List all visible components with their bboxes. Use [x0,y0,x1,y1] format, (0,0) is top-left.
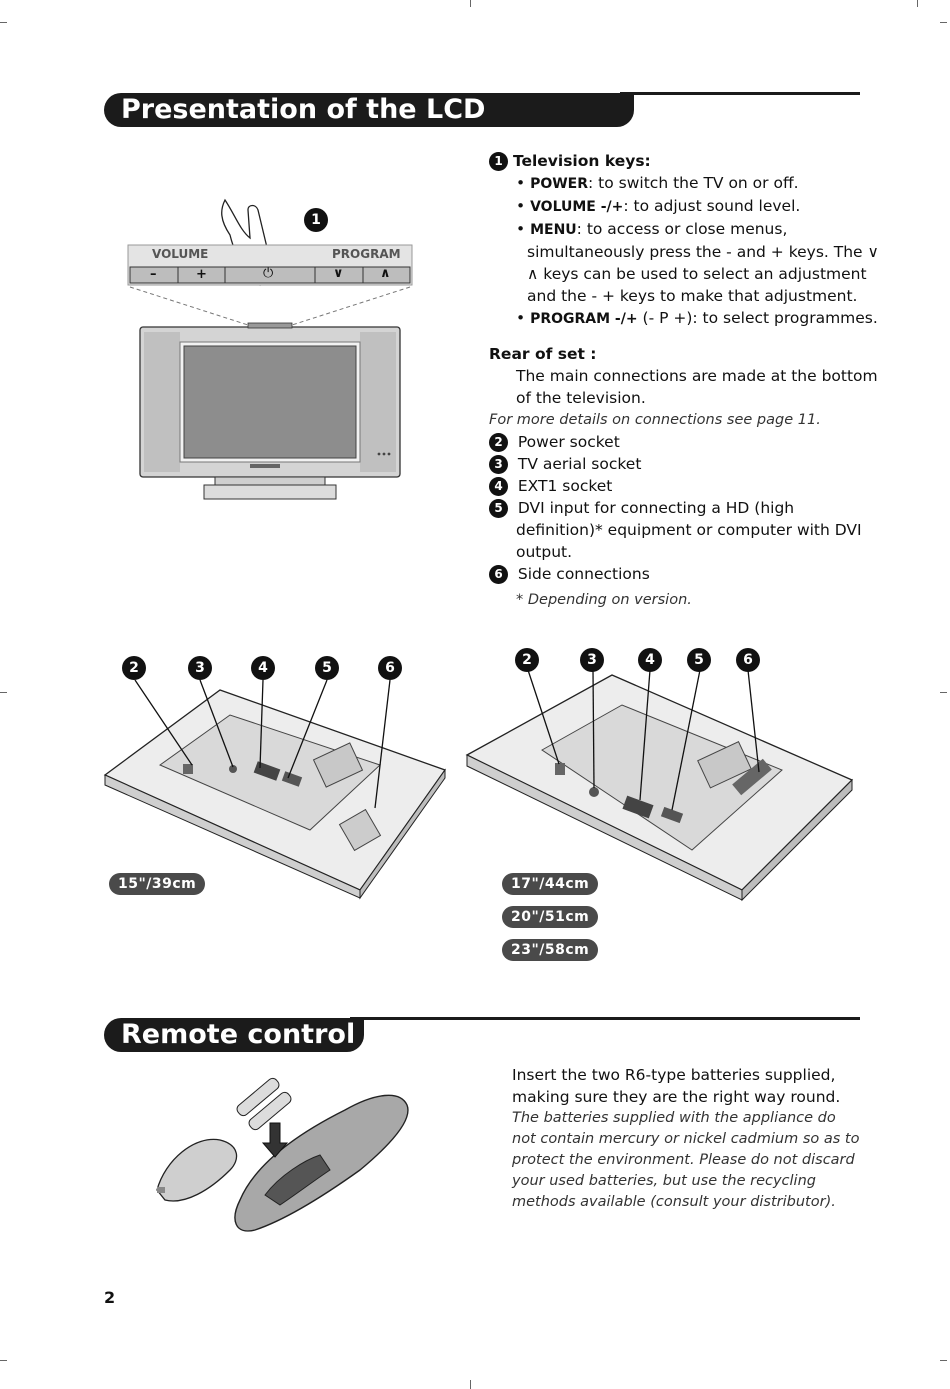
callout-3: 3 [188,656,212,680]
rear-diagram-large [465,669,854,902]
section-title-remote: Remote control [104,1018,364,1052]
rear-footnote: * Depending on version. [516,592,692,608]
size-badge-17: 17"/44cm [502,873,599,895]
callout-4: 4 [251,656,275,680]
rear-item: 6 Side connections [489,563,879,585]
crop-mark [940,22,947,23]
crop-mark [940,692,947,693]
rear-section: Rear of set : The main connections are m… [489,343,879,611]
rear-intro: The main connections are made at the bot… [516,367,878,407]
tv-front-illustration [127,198,413,500]
size-badge-15: 15"/39cm [109,873,206,895]
tv-key-item: • POWER: to switch the TV on or off. [516,174,799,192]
key-program-down[interactable]: ∨ [333,266,344,281]
remote-battery-illustration [156,1077,409,1232]
callout-6: 6 [736,648,760,672]
crop-mark [0,692,7,693]
item-number: 1 [489,152,508,171]
size-badge-23: 23"/58cm [502,939,599,961]
keypanel-program-label: PROGRAM [332,247,401,261]
section-rule [350,1017,860,1020]
rear-item: 3 TV aerial socket [489,453,879,475]
key-program-up[interactable]: ∧ [380,266,391,281]
rear-heading: Rear of set : [489,345,597,363]
tv-keys-heading: Television keys: [512,152,651,170]
key-volume-minus[interactable]: – [150,267,157,282]
crop-mark [0,22,7,23]
page-number: 2 [104,1288,116,1307]
tv-key-item: • MENU: to access or close menus, simult… [516,220,879,305]
tv-keys-section: 1 Television keys: • POWER: to switch th… [489,150,879,330]
tv-key-item: • PROGRAM -/+ (- P +): to select program… [516,309,878,327]
callout-1: 1 [304,208,328,232]
callout-3: 3 [580,648,604,672]
crop-mark [470,1380,471,1389]
rear-diagram-small [103,679,447,900]
crop-mark [940,1360,947,1361]
key-volume-plus[interactable]: + [196,267,207,282]
keypanel-volume-label: VOLUME [152,247,209,261]
callout-5: 5 [315,656,339,680]
rear-item: 4 EXT1 socket [489,475,879,497]
callout-2: 2 [122,656,146,680]
crop-mark [917,0,918,7]
callout-4: 4 [638,648,662,672]
rear-item: 2 Power socket [489,431,879,453]
rear-details-note: For more details on connections see page… [489,412,821,428]
section-title-presentation: Presentation of the LCD Television [104,93,634,159]
callout-6: 6 [378,656,402,680]
rear-item: 5 DVI input for connecting a HD (high de… [489,497,879,563]
size-badge-20: 20"/51cm [502,906,599,928]
callout-5: 5 [687,648,711,672]
callout-2: 2 [515,648,539,672]
crop-mark [470,0,471,7]
power-icon[interactable]: ⏻ [263,266,274,281]
crop-mark [0,1360,7,1361]
remote-battery-note: The batteries supplied with the applianc… [512,1110,860,1210]
remote-instruction: Insert the two R6-type batteries supplie… [512,1066,841,1106]
section-rule [620,92,860,95]
tv-key-item: • VOLUME -/+: to adjust sound level. [516,197,801,215]
